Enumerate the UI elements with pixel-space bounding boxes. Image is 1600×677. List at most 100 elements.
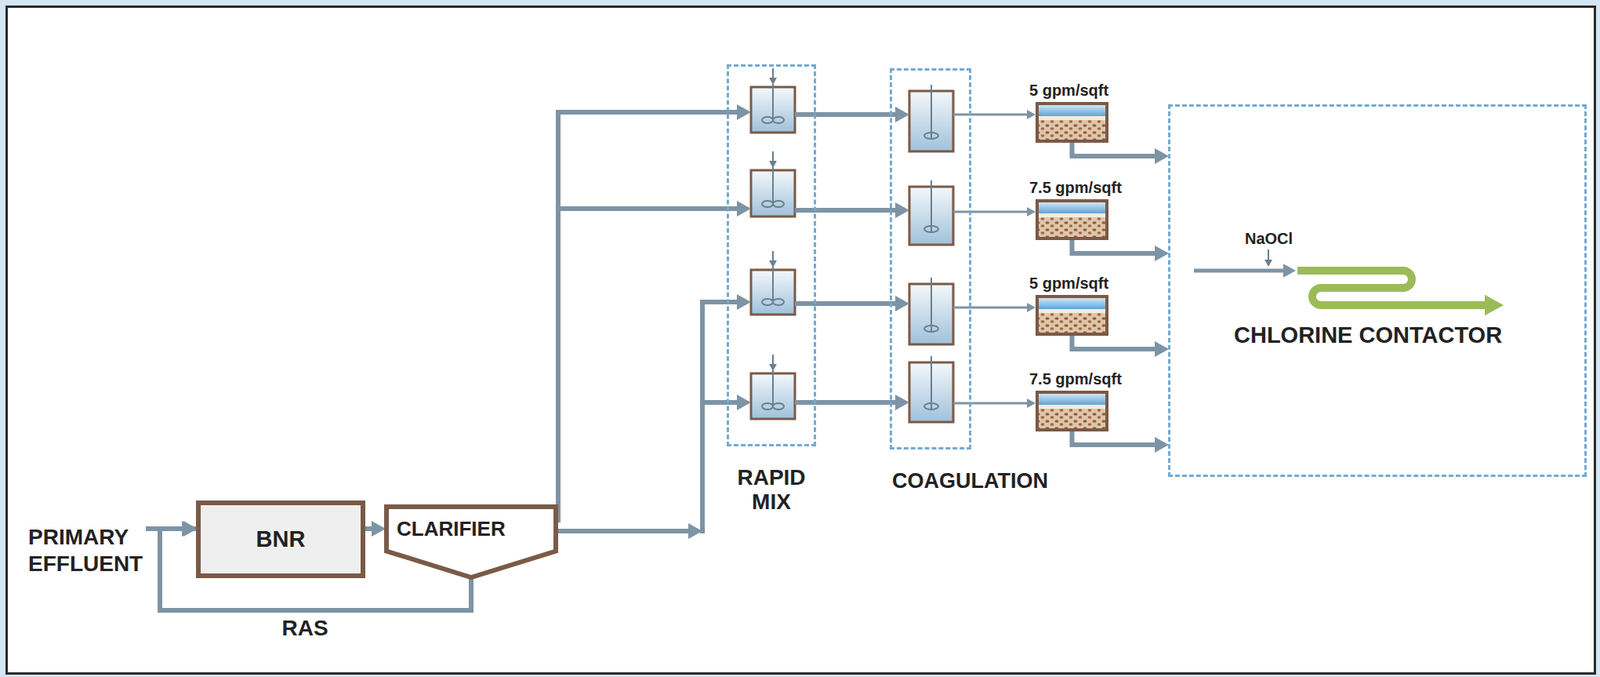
node-title: CLARIFIER (396, 516, 506, 541)
loading-rate: 7.5 gpm/sqft (1029, 178, 1122, 197)
node-title: RAPID MIX (732, 465, 811, 515)
impeller (761, 116, 773, 124)
impeller (761, 298, 773, 305)
coagulation-tank (909, 277, 954, 345)
mixer-shaft (772, 370, 774, 407)
arrow-head (769, 77, 777, 85)
coagulation-tank (909, 84, 954, 152)
filter-water (1038, 105, 1106, 117)
filter-freeboard (1038, 404, 1106, 409)
pipe-line (702, 399, 741, 405)
coagulation-tank (909, 180, 954, 245)
loading-rate: 5 gpm/sqft (1029, 274, 1109, 293)
pipe-line (816, 207, 899, 213)
arrow-head (1026, 206, 1036, 217)
pipe-line (1072, 239, 1159, 254)
filter-unit: 7.5 gpm/sqft (1035, 199, 1109, 240)
arrow-head (1154, 245, 1169, 262)
impeller (761, 200, 773, 207)
contactor-inlet (1193, 268, 1287, 273)
pipe-connector (953, 302, 1036, 313)
pipe-connector (816, 106, 910, 410)
mixer-shaft (930, 277, 933, 332)
pipe-line (553, 528, 692, 534)
process-group: RAPID MIX (726, 64, 817, 447)
inlet-label: PRIMARY EFFLUENT (28, 523, 154, 577)
arrow-head (1154, 341, 1169, 357)
filter-freeboard (1038, 116, 1106, 120)
pipe-line (1072, 431, 1159, 445)
paddle (924, 225, 939, 233)
mixer-shaft (930, 355, 933, 410)
filter-unit: 7.5 gpm/sqft (1035, 390, 1109, 432)
impeller (772, 200, 784, 207)
filter-media (1037, 391, 1107, 430)
rapid-mix-tank (751, 151, 795, 217)
filter-media (1037, 296, 1107, 334)
filter-media (1037, 103, 1107, 142)
impeller (761, 402, 773, 410)
filter-water (1038, 393, 1106, 405)
filter-water (1038, 202, 1106, 214)
node-title: BNR (256, 526, 306, 552)
pipe-line (558, 206, 741, 211)
process-box: BNR (195, 500, 366, 578)
rapid-mix-tank (751, 68, 795, 133)
pipe-connector (953, 109, 1036, 120)
arrow-head (1026, 109, 1036, 120)
pipe-line (816, 112, 899, 117)
pipe-connector (953, 398, 1036, 408)
filter-graphic (1035, 199, 1109, 240)
pipe-line (953, 402, 1031, 405)
arrow-head (769, 260, 777, 268)
rapid-mix-tank (751, 250, 795, 315)
pipe-line (702, 301, 741, 534)
process-group: COAGULATION (889, 68, 972, 450)
arrow-head (895, 295, 910, 312)
arrow-head (736, 104, 752, 120)
impeller (772, 116, 784, 124)
filter-freeboard (1038, 308, 1106, 313)
arrow-head (1154, 148, 1169, 164)
filter-graphic (1035, 390, 1109, 432)
mixer-shaft (772, 266, 774, 302)
pipe-connector (553, 104, 752, 539)
filter-unit: 5 gpm/sqft (1035, 294, 1109, 336)
arrow-head (895, 202, 910, 218)
pipe-line (1072, 335, 1159, 349)
filter-graphic (1035, 294, 1109, 336)
arrow-head (895, 106, 910, 123)
arrow-head (736, 200, 752, 217)
mixer-shaft (772, 83, 774, 120)
arrow-head (1154, 436, 1169, 453)
mixer-shaft (930, 84, 933, 139)
pipe-line (159, 526, 187, 531)
pipe-connector (1072, 431, 1170, 453)
arrow-head (736, 394, 752, 410)
node-title: COAGULATION (892, 468, 1049, 494)
filter-freeboard (1038, 213, 1106, 218)
filter-water (1038, 297, 1106, 309)
pipe-line (953, 306, 1031, 309)
arrow-head (1026, 302, 1036, 313)
rapid-mix-tank (751, 354, 795, 419)
arrow-head (371, 520, 386, 537)
loading-rate: 7.5 gpm/sqft (1029, 370, 1122, 389)
filter-graphic (1035, 101, 1109, 143)
pipe-connector (365, 520, 386, 537)
arrow-head (1264, 259, 1273, 267)
arrow-head (895, 394, 910, 410)
impeller (772, 402, 784, 410)
edge-label: RAS (279, 615, 331, 641)
pipe-line (816, 301, 899, 306)
mixer-shaft (930, 180, 933, 233)
clarifier-shape: CLARIFIER (384, 504, 559, 580)
pipe-connector (953, 206, 1036, 217)
node-title: CHLORINE CONTACTOR (1233, 322, 1503, 349)
filter-unit: 5 gpm/sqft (1035, 101, 1109, 143)
arrow-head (769, 160, 777, 168)
impeller (772, 298, 784, 305)
arrow-head (769, 363, 777, 371)
paddle (924, 325, 939, 332)
